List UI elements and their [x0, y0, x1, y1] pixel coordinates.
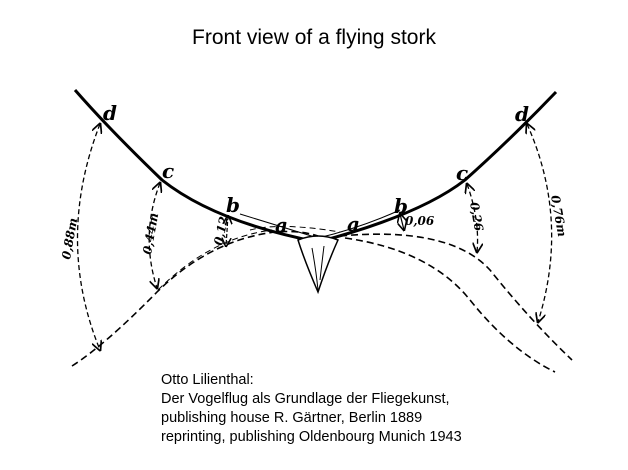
measure-right-c: 0,26	[467, 201, 486, 233]
left-d-arrow	[76, 124, 101, 350]
caption-line: reprinting, publishing Oldenbourg Munich…	[161, 429, 462, 445]
point-label-c-right: c	[456, 161, 468, 185]
caption-line: Der Vogelflug als Grundlage der Fliegeku…	[161, 391, 450, 407]
measure-right-b: 0,06	[405, 214, 435, 228]
point-label-d-left: d	[103, 101, 117, 125]
stork-body	[297, 235, 340, 295]
right-c-arrow	[467, 184, 478, 252]
measure-left-b: 0,12	[211, 215, 231, 247]
point-label-c-left: c	[162, 159, 174, 183]
left-lower-wing-dashed	[71, 230, 319, 367]
point-label-a-right: a	[347, 212, 360, 236]
measure-right-d: 0,76m	[548, 194, 569, 238]
source-caption: Otto Lilienthal: Der Vogelflug als Grund…	[161, 371, 462, 447]
caption-line: publishing house R. Gärtner, Berlin 1889	[161, 410, 423, 426]
measure-left-d: 0,88m	[59, 217, 80, 261]
point-label-a-left: a	[275, 213, 288, 237]
point-label-b-right: b	[394, 194, 408, 218]
right-lower-wing-dashed	[339, 233, 573, 361]
diagram-title: Front view of a flying stork	[192, 26, 436, 49]
point-label-d-right: d	[515, 102, 529, 126]
left-b-arrow	[226, 216, 228, 246]
left-c-arrow	[148, 183, 160, 288]
right-b-arrow	[400, 214, 404, 230]
measure-left-c: 0,44m	[140, 212, 161, 256]
caption-line: Otto Lilienthal:	[161, 372, 254, 388]
point-label-b-left: b	[226, 193, 240, 217]
right-d-arrow	[527, 124, 553, 322]
right-lower-wing-dashed-2	[344, 237, 556, 373]
